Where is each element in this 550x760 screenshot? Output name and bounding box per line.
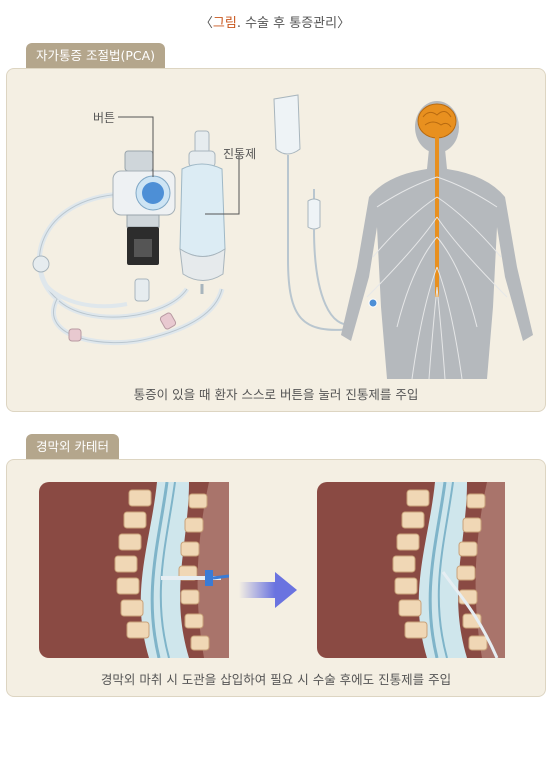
transition-arrow [239,572,297,608]
pca-caption: 통증이 있을 때 환자 스스로 버튼을 눌러 진통제를 주입 [133,387,419,402]
human-nervous-system-illustration [341,101,533,379]
button-pointer-line [118,116,154,177]
spine-insertion-illustration [39,482,229,658]
button-label: 버튼 [93,111,116,125]
title-prefix: 그림 [212,16,237,31]
pca-pump-illustration [32,130,226,346]
drug-pointer-line [205,156,240,215]
epidural-tab: 경막외 카테터 [26,434,119,460]
title-bracket-close: 〉 [337,16,351,31]
title-text: 수술 후 통증관리 [240,16,338,31]
spine-catheter-placed-illustration [317,482,505,658]
drug-label: 진통제 [223,147,257,161]
epidural-panel: 경막외 마취 시 도관을 삽입하여 필요 시 수술 후에도 진통제를 주입 [6,459,546,697]
title-bracket-open: 〈 [199,16,213,31]
pca-panel: 버튼 진통제 통증이 있을 때 환자 스스로 버튼을 눌러 진통제를 주입 [6,68,546,412]
title-dot: . [236,16,241,31]
epidural-caption: 경막외 마취 시 도관을 삽입하여 필요 시 수술 후에도 진통제를 주입 [100,672,452,687]
iv-bag-illustration [273,94,352,331]
figure-title: 〈그림. 수술 후 통증관리〉 [0,12,550,31]
pca-tab: 자가통증 조절법(PCA) [26,43,166,69]
